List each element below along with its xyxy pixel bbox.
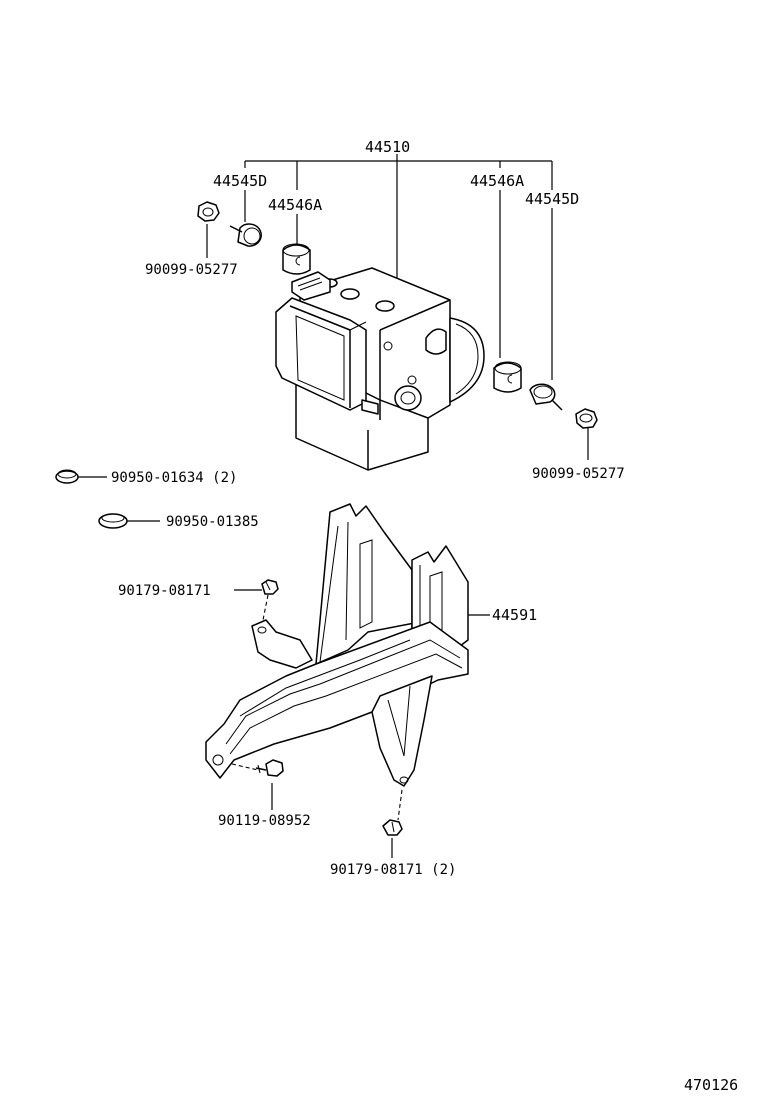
- flange-bolt-lower-right-icon: [382, 819, 403, 836]
- label-nut-left: 90099-05277: [145, 262, 238, 278]
- plug-large-icon: [98, 513, 128, 529]
- label-cushion-left: 44546A: [268, 196, 322, 214]
- leader-lines: [78, 154, 589, 858]
- label-bracket-cushion-right: 44545D: [525, 190, 579, 208]
- cushion-left-icon: [282, 243, 311, 275]
- label-plug-small: 90950-01634 (2): [111, 470, 237, 486]
- cushion-right-icon: [493, 361, 522, 393]
- label-bolt-lower-right: 90179-08171 (2): [330, 862, 456, 878]
- label-bolt-lower-left: 90119-08952: [218, 813, 311, 829]
- bolt-lower-left-icon: [255, 759, 284, 777]
- figure-number: 470126: [684, 1076, 738, 1094]
- label-assembly: 44510: [365, 138, 410, 156]
- flange-bolt-upper-icon: [261, 579, 279, 595]
- abs-actuator-unit-icon: [275, 267, 485, 471]
- actuator-bracket-icon: [205, 503, 469, 787]
- cushion-stud-right-icon: [529, 383, 563, 411]
- cushion-stud-left-icon: [229, 223, 262, 247]
- label-bolt-upper: 90179-08171: [118, 583, 211, 599]
- nut-left-icon: [197, 201, 220, 222]
- label-bracket-cushion-left: 44545D: [213, 172, 267, 190]
- label-plug-large: 90950-01385: [166, 514, 259, 530]
- label-cushion-right: 44546A: [470, 172, 524, 190]
- plug-small-icon: [55, 469, 79, 484]
- label-nut-right: 90099-05277: [532, 466, 625, 482]
- nut-right-icon: [575, 408, 598, 429]
- label-bracket: 44591: [492, 606, 537, 624]
